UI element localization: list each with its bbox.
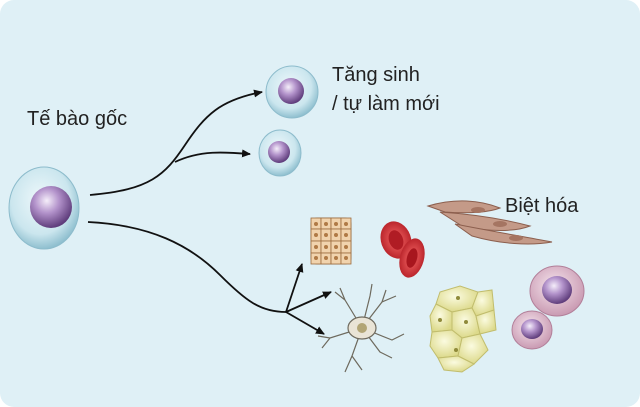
white-blood-cells-icon xyxy=(511,265,585,350)
arrow-branch-up xyxy=(285,263,304,313)
stem-cell-label: Tế bào gốc xyxy=(27,108,128,130)
arrows xyxy=(87,89,332,335)
proliferation-label-line1: Tăng sinh xyxy=(332,64,420,86)
daughter-stem-cell-icon xyxy=(265,65,319,119)
red-blood-cells-icon xyxy=(380,221,425,278)
arrow-to-proliferation-1 xyxy=(89,89,263,196)
daughter-stem-cell-icon xyxy=(258,129,302,177)
epithelial-cells-icon xyxy=(310,217,352,265)
arrow-branch-right xyxy=(285,291,332,313)
stem-cell-icon xyxy=(8,166,80,250)
proliferation-label-line2: / tự làm mới xyxy=(332,93,440,115)
fat-cells-icon xyxy=(429,285,497,373)
arrow-to-differentiation xyxy=(87,221,287,313)
muscle-cells-icon xyxy=(426,200,553,245)
differentiation-label: Biệt hóa xyxy=(505,195,579,217)
arrow-branch-down xyxy=(285,311,325,335)
neuron-icon xyxy=(317,283,405,373)
arrow-to-proliferation-2 xyxy=(174,149,251,163)
